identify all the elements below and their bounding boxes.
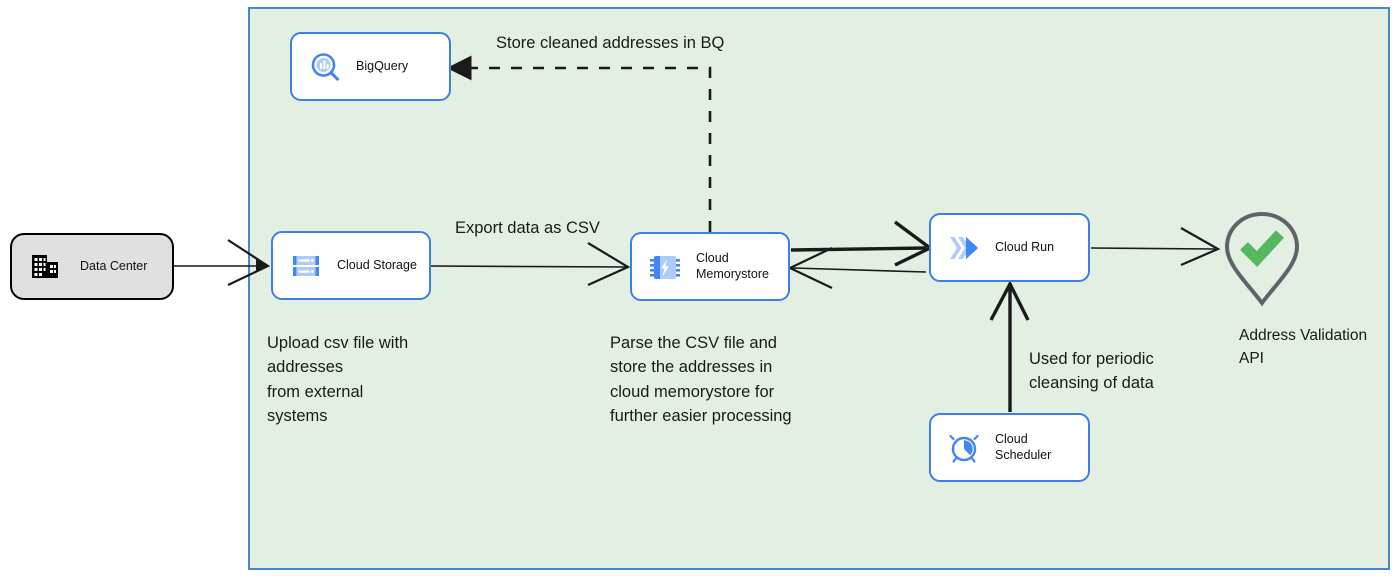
- node-label-cloud-scheduler: Cloud Scheduler: [995, 431, 1052, 462]
- bigquery-icon: [308, 50, 342, 84]
- node-cloud-scheduler[interactable]: Cloud Scheduler: [929, 413, 1090, 482]
- node-cloud-storage[interactable]: Cloud Storage: [271, 231, 431, 300]
- node-data-center[interactable]: Data Center: [10, 233, 174, 300]
- map-pin-check-icon: [1224, 211, 1300, 307]
- edge-label-store-in-bq: Store cleaned addresses in BQ: [496, 34, 725, 52]
- cloud-run-icon: [947, 231, 981, 265]
- cloud-storage-icon: [289, 249, 323, 283]
- edge-label-periodic-cleansing: Used for periodic cleansing of data: [1029, 350, 1154, 393]
- node-label-cloud-storage: Cloud Storage: [337, 257, 417, 272]
- node-label-cloud-run: Cloud Run: [995, 239, 1055, 254]
- edge-label-export-csv: Export data as CSV: [455, 219, 600, 237]
- cloud-scheduler-icon: [947, 431, 981, 465]
- annotation-parse-csv: Parse the CSV file and store the address…: [610, 334, 792, 426]
- node-address-validation-api[interactable]: [1218, 208, 1306, 308]
- office-building-icon: [28, 250, 62, 284]
- node-label-bigquery: BigQuery: [356, 58, 409, 73]
- node-label-data-center: Data Center: [80, 258, 148, 273]
- cloud-memorystore-icon: [648, 250, 682, 284]
- node-bigquery[interactable]: BigQuery: [290, 32, 451, 101]
- node-cloud-run[interactable]: Cloud Run: [929, 213, 1090, 282]
- node-label-address-validation-api: Address Validation API: [1239, 327, 1368, 367]
- node-cloud-memorystore[interactable]: Cloud Memorystore: [630, 232, 790, 301]
- node-label-cloud-memorystore: Cloud Memorystore: [696, 250, 769, 281]
- annotation-upload-csv: Upload csv file with addresses from exte…: [267, 334, 409, 426]
